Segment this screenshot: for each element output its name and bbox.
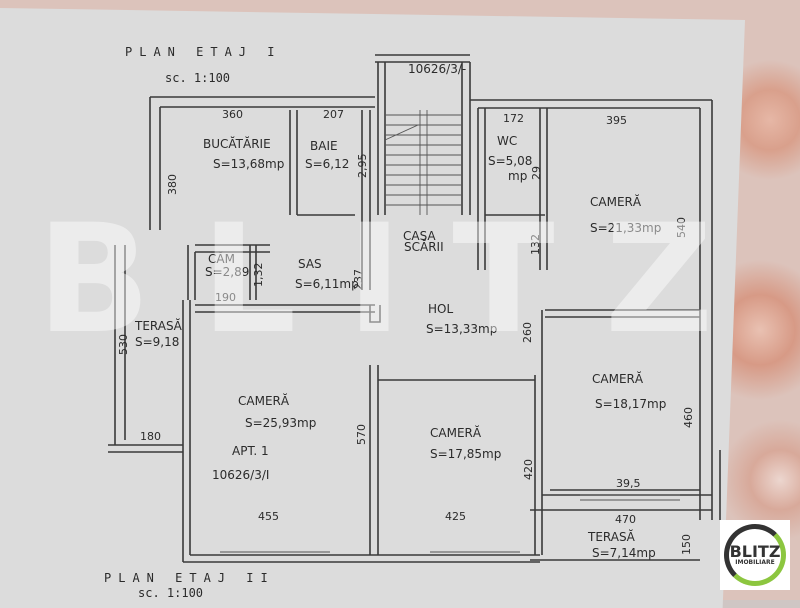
scale-top: sc. 1:100 <box>165 71 230 85</box>
dim-455: 455 <box>258 510 279 523</box>
logo-name: BLITZ <box>729 542 781 561</box>
title-plan-etaj-2: PLAN ETAJ II <box>104 571 275 585</box>
room-cam-area: S=2,89 <box>205 265 249 279</box>
room-camera1-area: S=21,33mp <box>590 221 661 235</box>
room-camera3-area: S=17,85mp <box>430 447 501 461</box>
stair-code: 10626/3/- <box>408 62 466 76</box>
blitz-imobiliare-logo: BLITZ IMOBILIARE <box>720 520 790 590</box>
room-casa-scarii-2: SCĂRII <box>404 239 444 254</box>
room-casa-scarii-1: CASA <box>403 229 436 243</box>
dim-540: 540 <box>675 217 688 238</box>
dim-207: 207 <box>323 108 344 121</box>
dim-172: 172 <box>503 112 524 125</box>
logo-sub: IMOBILIARE <box>735 559 775 566</box>
room-camera2-name: CAMERĂ <box>238 393 290 408</box>
room-camera4-name: CAMERĂ <box>592 371 644 386</box>
room-sas-name: SAS <box>298 257 322 271</box>
dim-237: 237 <box>352 269 365 290</box>
room-bucatarie-area: S=13,68mp <box>213 157 284 171</box>
dim-470: 470 <box>615 513 636 526</box>
apartment-code: 10626/3/I <box>212 468 269 482</box>
dim-29: 29 <box>530 166 543 180</box>
room-terasa-left-area: S=9,18 <box>135 335 179 349</box>
dim-425: 425 <box>445 510 466 523</box>
dim-39-5: 39,5 <box>616 477 641 490</box>
dim-460: 460 <box>682 407 695 428</box>
room-hol-name: HOL <box>428 302 453 316</box>
room-camera1-name: CAMERĂ <box>590 194 642 209</box>
dim-180: 180 <box>140 430 161 443</box>
dim-530: 530 <box>117 334 130 355</box>
dim-395: 395 <box>606 114 627 127</box>
room-camera3-name: CAMERĂ <box>430 425 482 440</box>
room-baie-name: BAIE <box>310 139 338 153</box>
dim-260: 260 <box>521 322 534 343</box>
scale-bottom: sc. 1:100 <box>138 586 203 600</box>
title-plan-etaj-1: PLAN ETAJ I <box>125 45 281 59</box>
apartment-label: APT. 1 <box>232 444 269 458</box>
room-wc-name: WC <box>497 134 517 148</box>
dim-360: 360 <box>222 108 243 121</box>
dim-380: 380 <box>166 174 179 195</box>
room-bucatarie-name: BUCĂTĂRIE <box>203 136 271 151</box>
room-terasa-bottom-name: TERASĂ <box>587 529 636 544</box>
room-wc-unit: mp <box>508 169 527 183</box>
room-camera2-area: S=25,93mp <box>245 416 316 430</box>
dim-570: 570 <box>355 424 368 445</box>
dim-420: 420 <box>522 459 535 480</box>
room-camera4-area: S=18,17mp <box>595 397 666 411</box>
dim-150: 150 <box>680 534 693 555</box>
dim-295: 2,95 <box>356 154 369 179</box>
dimension-labels: 360 207 172 395 380 2,95 29 540 132 1,32… <box>117 108 695 555</box>
room-wc-area: S=5,08 <box>488 154 532 168</box>
dim-1-32: 1,32 <box>252 263 265 288</box>
watermark: BLITZ <box>36 193 764 367</box>
walls <box>108 54 721 563</box>
room-sas-area: S=6,11mp <box>295 277 359 291</box>
dim-190: 190 <box>215 291 236 304</box>
room-hol-area: S=13,33mp <box>426 322 497 336</box>
dim-132: 132 <box>529 234 542 255</box>
room-baie-area: S=6,12 <box>305 157 349 171</box>
room-terasa-left-name: TERASĂ <box>134 318 183 333</box>
room-cam-name: CĂM <box>208 251 235 266</box>
stair-treads <box>384 110 462 215</box>
room-terasa-bottom-area: S=7,14mp <box>592 546 656 560</box>
